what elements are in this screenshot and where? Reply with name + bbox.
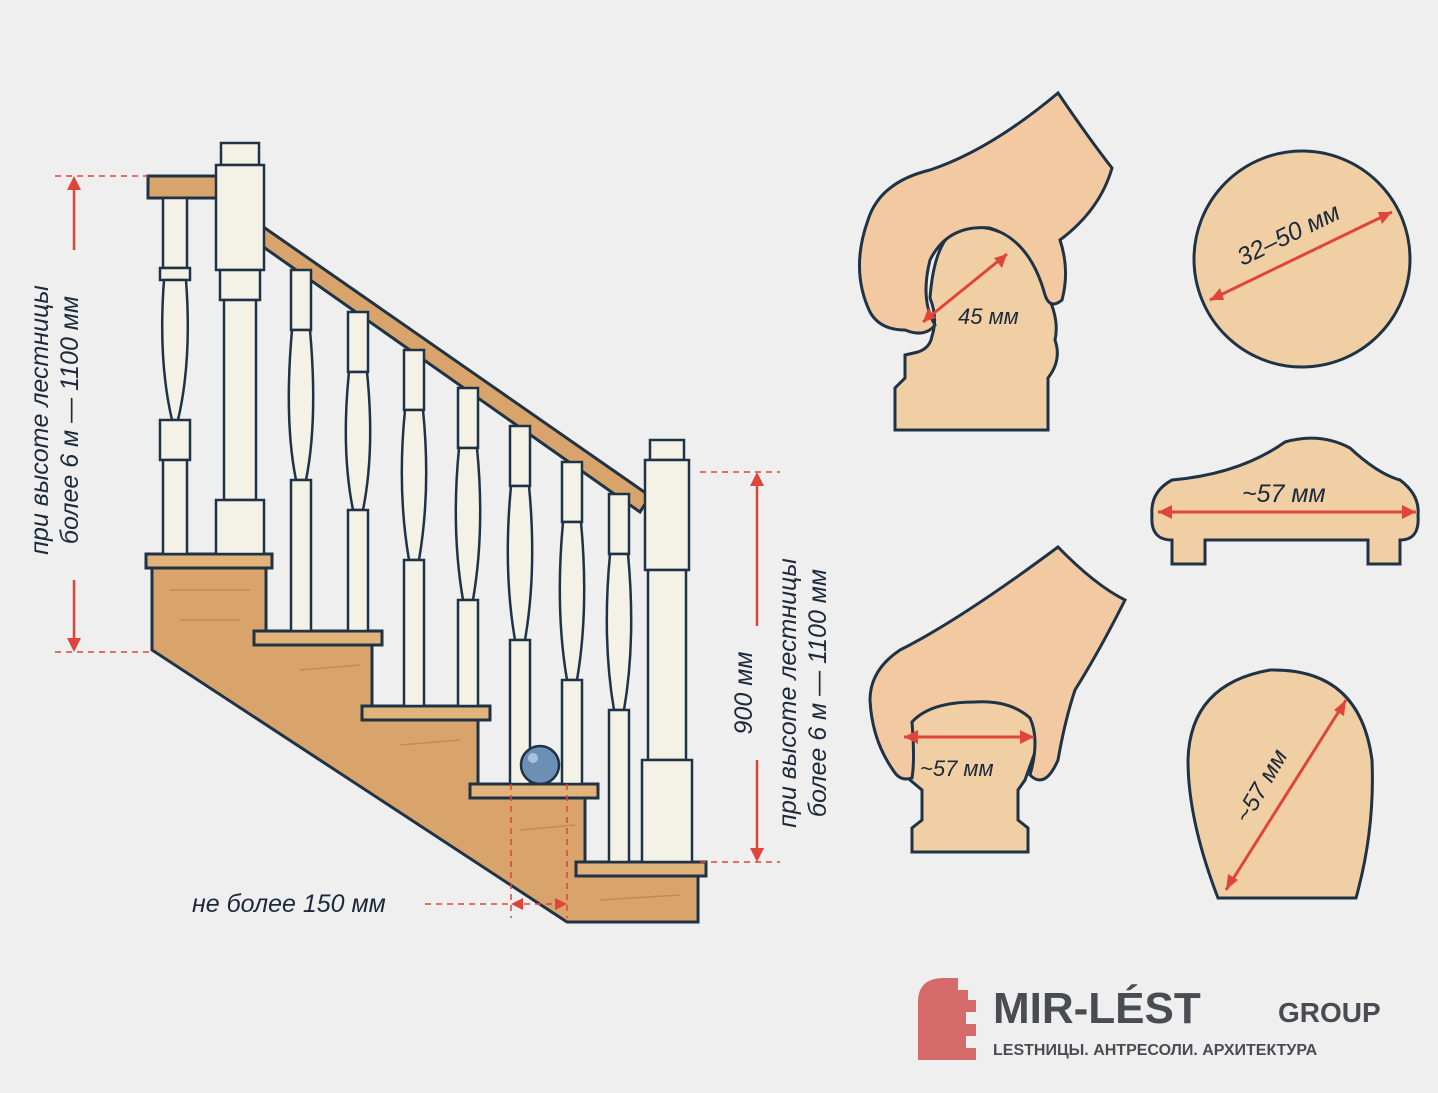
logo-name: MIR-LÉST: [993, 983, 1201, 1033]
dimension-lines: [55, 175, 780, 918]
round-profile: 32–50 мм: [1192, 149, 1412, 369]
logo-mark: [918, 978, 976, 1060]
stair-tread: [468, 782, 600, 800]
newel-post: [640, 438, 694, 864]
grip-profile-1: 45 мм: [858, 90, 1114, 432]
flat-width-label: ~57 мм: [1242, 480, 1326, 508]
logo-group: GROUP: [1278, 997, 1381, 1028]
baluster: [558, 460, 586, 786]
grip-profile-2: ~57 мм: [868, 545, 1128, 854]
left-height-label: при высоте лестницыболее 6 м — 1100 мм: [26, 285, 84, 554]
baluster: [158, 196, 192, 556]
grip1-label: 45 мм: [958, 304, 1019, 329]
gap-label: не более 150 мм: [192, 890, 386, 918]
stair-tread: [574, 860, 708, 878]
flat-profile: ~57 мм: [1150, 436, 1420, 566]
arch-profile: ~57 мм: [1186, 668, 1374, 900]
stair-tread: [360, 704, 492, 722]
staircase: [144, 552, 708, 924]
stair-tread: [144, 552, 274, 570]
sloped-handrail: [260, 223, 653, 515]
stair-tread: [252, 629, 384, 647]
logo-tagline: LESTНИЦЫ. АНТРЕСОЛИ. АРХИТЕКТУРА: [993, 1042, 1318, 1059]
baluster: [344, 310, 372, 633]
ball: [519, 744, 561, 786]
right-height-alt-label: при высоте лестницыболее 6 м — 1100 мм: [774, 558, 832, 827]
baluster: [605, 492, 633, 864]
hand: [868, 545, 1128, 782]
hand: [858, 90, 1114, 335]
baluster: [400, 348, 428, 708]
right-height-main-label: 900 мм: [730, 652, 758, 735]
baluster: [506, 424, 534, 786]
baluster: [287, 268, 315, 633]
grip2-label: ~57 мм: [920, 756, 994, 781]
baluster: [454, 386, 482, 708]
newel-post: [214, 141, 266, 556]
balusters: [158, 141, 694, 864]
logo: MIR-LÉST GROUP LESTНИЦЫ. АНТРЕСОЛИ. АРХИ…: [918, 978, 1381, 1060]
